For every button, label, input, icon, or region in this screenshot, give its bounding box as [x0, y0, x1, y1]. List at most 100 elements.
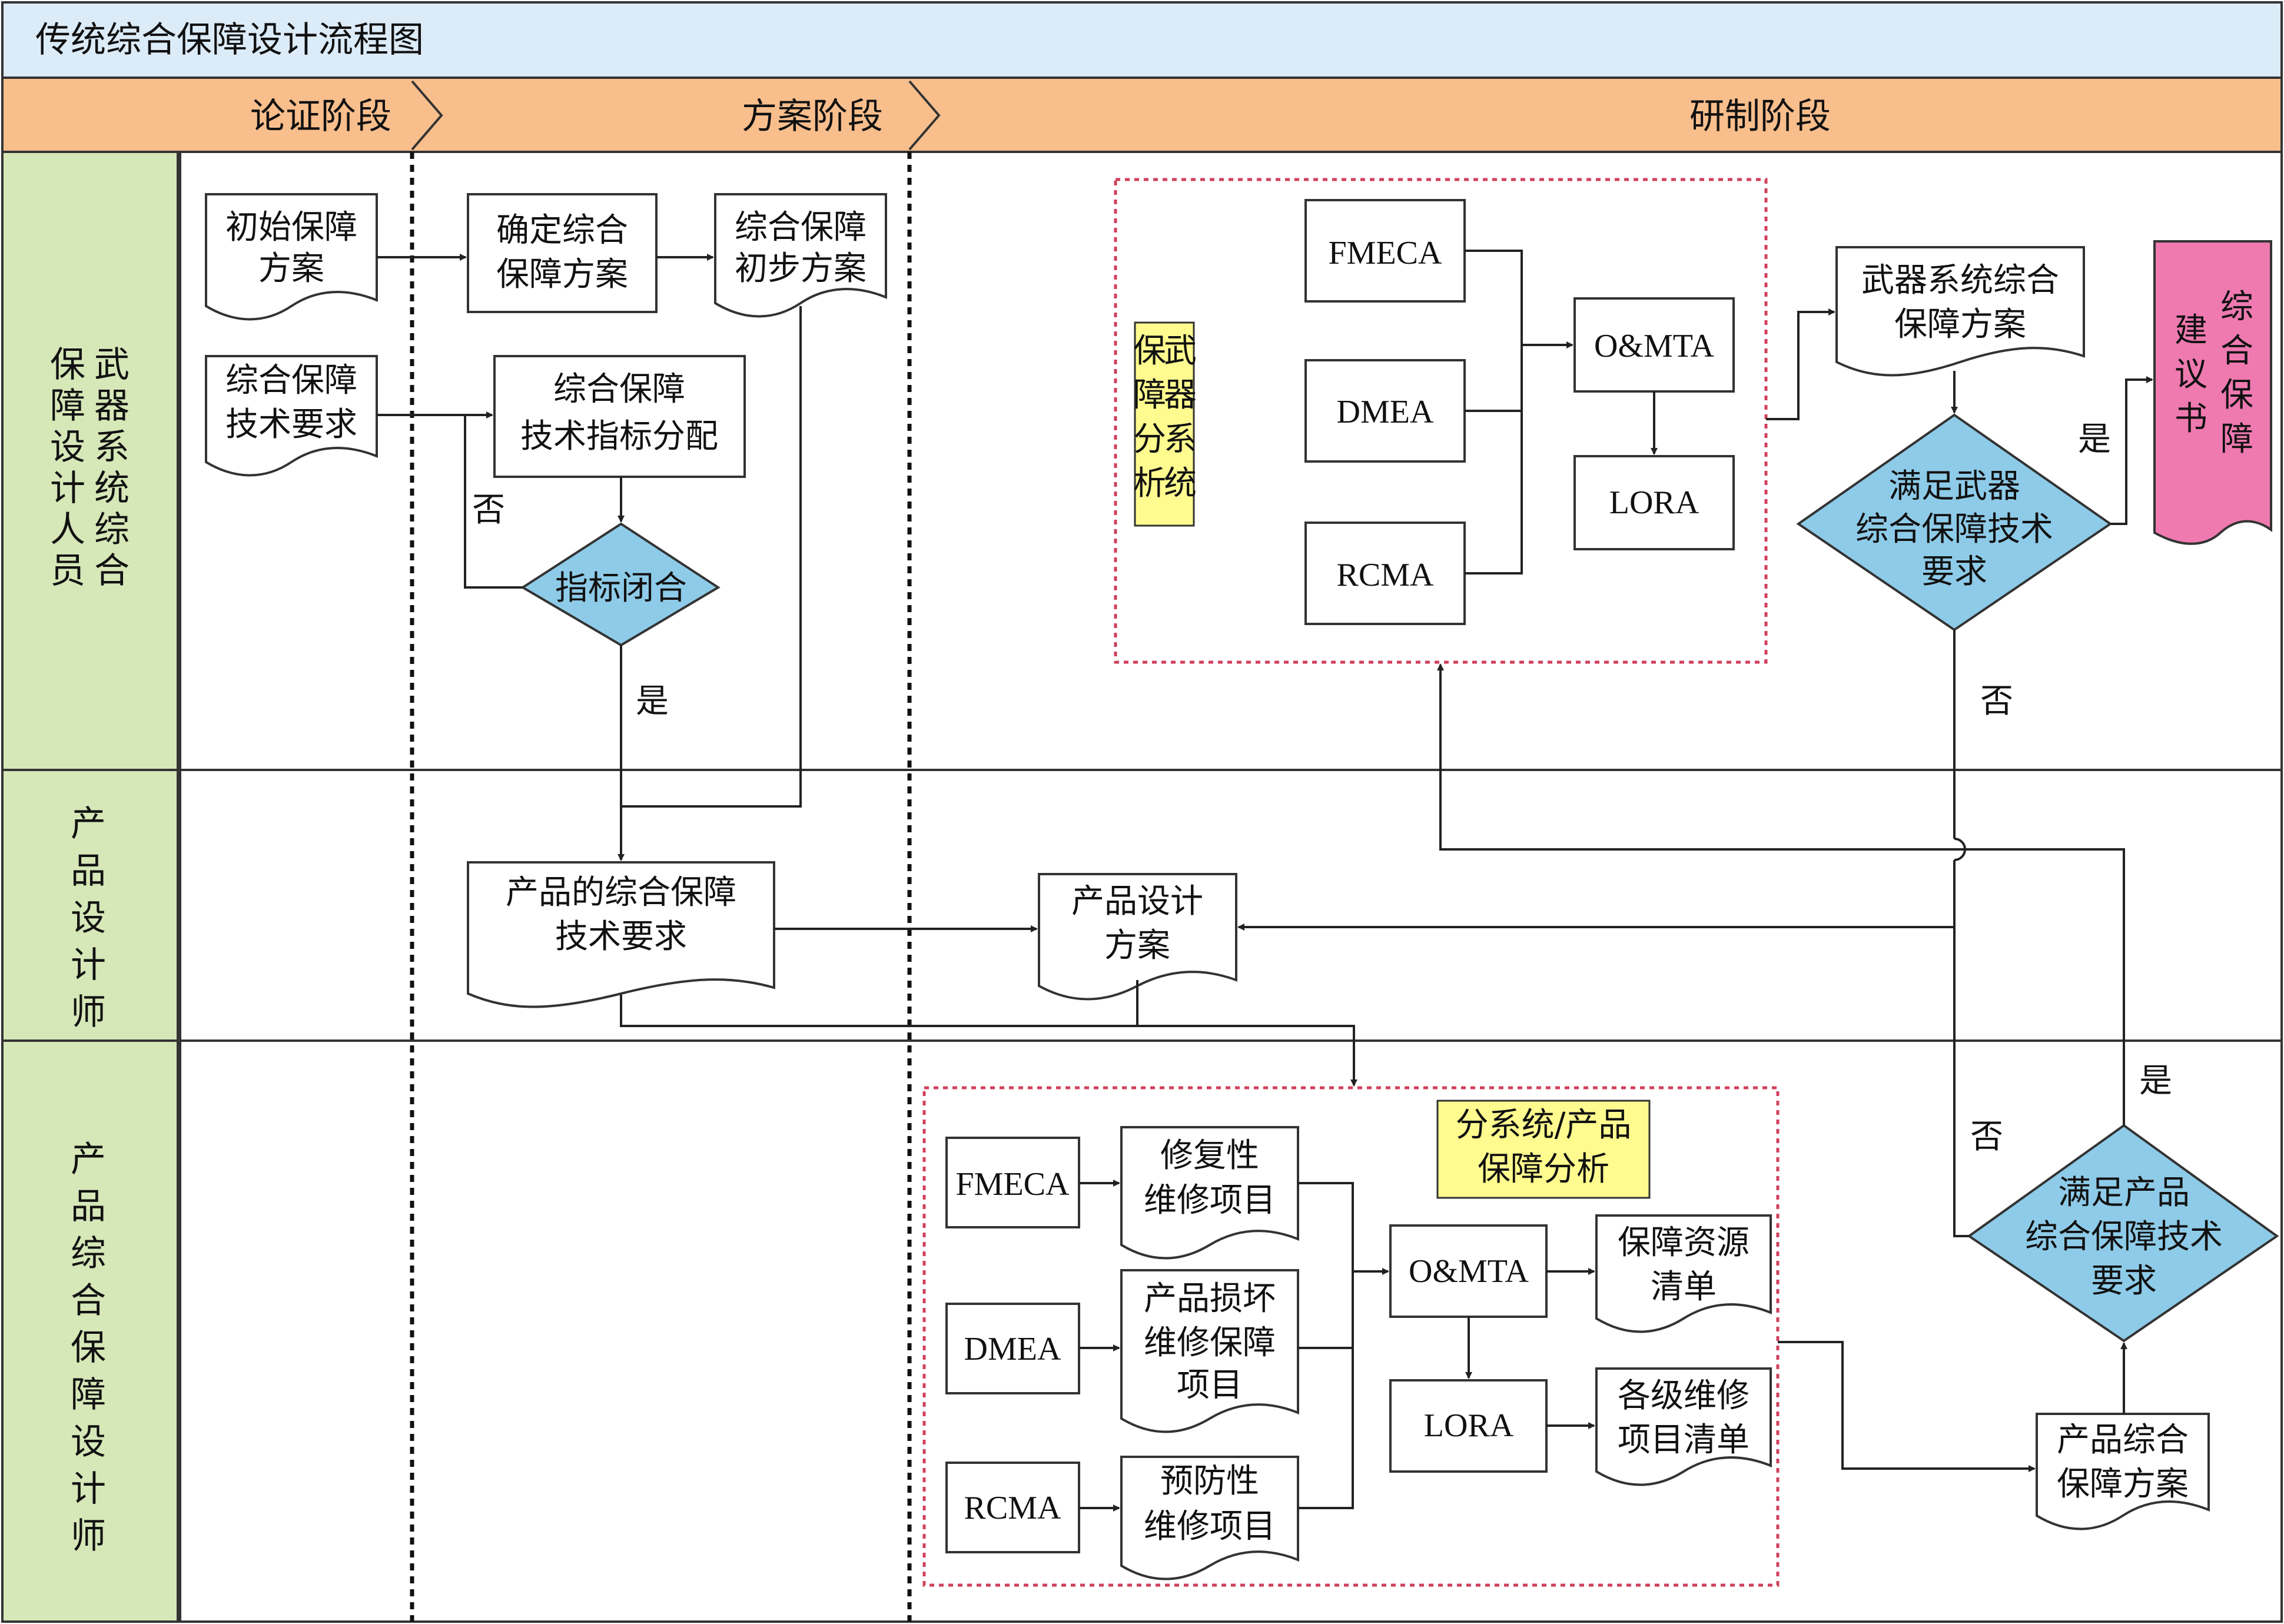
label-no-index: 否	[472, 491, 505, 529]
weapon-analysis-label-text: 武器系统 保障分析	[1133, 332, 1197, 503]
weapon-omta-box[interactable]	[1573, 297, 1735, 393]
label-no-weapon: 否	[1980, 682, 2013, 720]
weapon-plan-doc[interactable]	[1835, 246, 2085, 377]
label-yes-index: 是	[636, 682, 669, 720]
svg-text:武: 武	[94, 344, 130, 386]
tech-req-doc[interactable]	[205, 355, 378, 477]
prelim-plan-text: 综合保障初步方案	[735, 208, 867, 288]
weapon-omta-text: O&MTA	[1594, 328, 1715, 364]
weapon-dmea-box[interactable]	[1304, 359, 1466, 463]
product-req-text: 产品的综合保障技术要求	[506, 874, 736, 956]
svg-text:器: 器	[94, 386, 130, 427]
resource-list-text: 保障资源清单	[1618, 1224, 1749, 1306]
initial-plan-doc[interactable]	[205, 193, 378, 321]
svg-text:书: 书	[2175, 400, 2207, 438]
subsys-analysis-label	[1436, 1100, 1651, 1199]
preventive-items-doc[interactable]	[1120, 1456, 1299, 1580]
weapon-rcma-box[interactable]	[1304, 522, 1466, 625]
svg-text:综: 综	[94, 509, 130, 550]
subsys-analysis-text: 分系统/产品保障分析	[1456, 1106, 1632, 1188]
svg-text:产: 产	[71, 803, 106, 845]
proposal-text: 综合保障 建议书	[2175, 288, 2253, 459]
sub-fmeca-text: FMECA	[956, 1166, 1070, 1203]
weapon-analysis-label	[1134, 321, 1195, 527]
sub-rcma-box[interactable]	[945, 1462, 1080, 1553]
title-bar	[1, 1, 2283, 79]
phase-chevron-2	[908, 80, 941, 151]
phase-chevron-1	[411, 80, 443, 151]
phase-bar	[1, 77, 2283, 153]
svg-text:人: 人	[50, 509, 85, 550]
sub-lora-text: LORA	[1424, 1407, 1514, 1444]
product-design-text: 产品设计方案	[1071, 882, 1203, 965]
level-list-text: 各级维修项目清单	[1618, 1377, 1749, 1459]
svg-text:合: 合	[94, 550, 130, 592]
weapon-dmea-text: DMEA	[1337, 394, 1434, 430]
subsystem-analysis-group	[922, 1086, 1780, 1587]
svg-text:系: 系	[1164, 420, 1197, 459]
svg-text:师: 师	[71, 992, 106, 1033]
product-plan-doc[interactable]	[2036, 1413, 2210, 1530]
svg-text:建: 建	[2175, 311, 2207, 350]
phase-label-development: 研制阶段	[1689, 96, 1831, 137]
resource-list-doc[interactable]	[1595, 1214, 1772, 1333]
svg-text:合: 合	[71, 1280, 106, 1321]
meet-product-diamond[interactable]	[1967, 1124, 2279, 1343]
svg-text:保: 保	[1133, 332, 1166, 370]
svg-text:障: 障	[50, 386, 85, 427]
svg-text:品: 品	[71, 851, 106, 892]
svg-text:析: 析	[1133, 464, 1166, 503]
weapon-plan-text: 武器系统综合保障方案	[1861, 261, 2059, 344]
proposal-doc[interactable]	[2153, 240, 2272, 545]
svg-text:师: 师	[71, 1516, 106, 1557]
sub-lora-box[interactable]	[1389, 1379, 1548, 1473]
determine-plan-box[interactable]	[467, 193, 658, 313]
index-alloc-text: 综合保障技术指标分配	[520, 370, 718, 456]
svg-text:计: 计	[71, 1469, 106, 1510]
svg-text:品: 品	[71, 1186, 106, 1227]
weapon-fmeca-box[interactable]	[1304, 199, 1466, 303]
svg-text:员: 员	[50, 550, 85, 592]
weapon-lora-box[interactable]	[1573, 455, 1735, 550]
svg-text:障: 障	[1133, 376, 1166, 414]
lane-header-3	[1, 1040, 180, 1623]
label-yes-product: 是	[2139, 1062, 2172, 1100]
svg-text:器: 器	[1164, 376, 1197, 414]
weapon-analysis-group	[1114, 178, 1768, 664]
svg-text:合: 合	[2220, 332, 2253, 370]
svg-text:保: 保	[2220, 376, 2253, 414]
svg-text:统: 统	[94, 468, 130, 509]
svg-text:分: 分	[1133, 420, 1166, 459]
sub-fmeca-box[interactable]	[945, 1137, 1080, 1228]
svg-text:设: 设	[50, 427, 85, 468]
svg-text:设: 设	[71, 898, 106, 939]
tech-req-text: 综合保障技术要求	[225, 361, 357, 444]
prelim-plan-doc[interactable]	[714, 193, 887, 318]
svg-text:综: 综	[71, 1233, 106, 1274]
product-req-doc[interactable]	[467, 861, 775, 1008]
sub-dmea-box[interactable]	[945, 1303, 1080, 1394]
svg-text:统: 统	[1164, 464, 1197, 503]
svg-text:系: 系	[94, 427, 130, 468]
damage-items-doc[interactable]	[1120, 1269, 1299, 1433]
label-no-product: 否	[1970, 1118, 2003, 1156]
weapon-fmeca-text: FMECA	[1329, 235, 1442, 271]
svg-text:障: 障	[2220, 420, 2253, 459]
determine-plan-text: 确定综合保障方案	[496, 211, 628, 294]
index-alloc-box[interactable]	[493, 355, 746, 478]
svg-text:议: 议	[2175, 356, 2207, 394]
meet-weapon-text: 满足武器综合保障技术要求	[1855, 467, 2053, 591]
weapon-rcma-text: RCMA	[1337, 557, 1434, 593]
svg-text:综: 综	[2220, 288, 2253, 326]
sub-omta-text: O&MTA	[1409, 1253, 1529, 1290]
svg-text:障: 障	[71, 1374, 106, 1416]
level-list-doc[interactable]	[1595, 1367, 1772, 1486]
phase-label-scheme: 方案阶段	[742, 96, 883, 137]
diagram-title: 传统综合保障设计流程图	[35, 19, 424, 61]
repair-items-doc[interactable]	[1120, 1126, 1299, 1260]
